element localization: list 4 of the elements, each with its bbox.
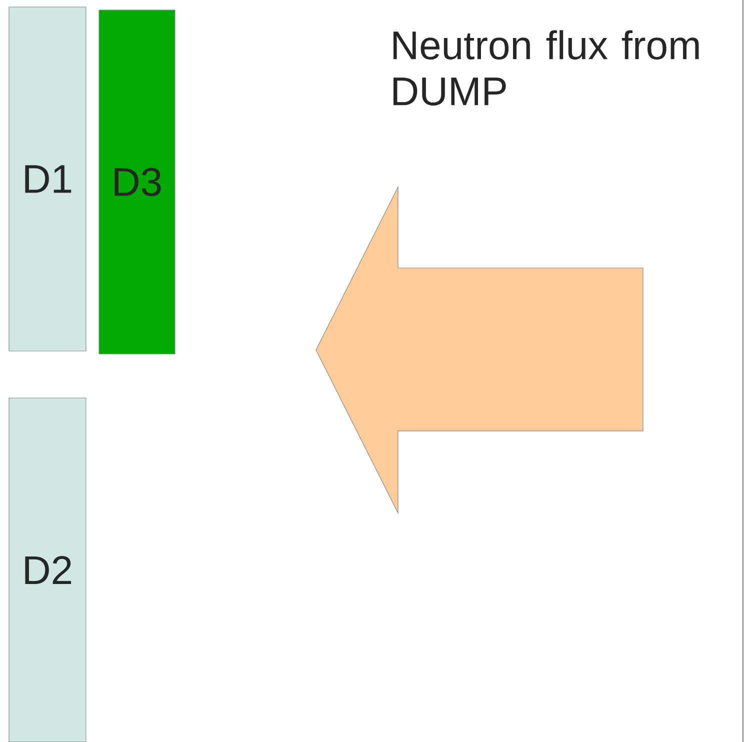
detector-box: D3	[98, 10, 176, 354]
flux-label: Neutron flux from DUMP	[393, 30, 699, 106]
detector-box: D1	[8, 6, 86, 352]
detector-box: D2	[8, 398, 86, 742]
